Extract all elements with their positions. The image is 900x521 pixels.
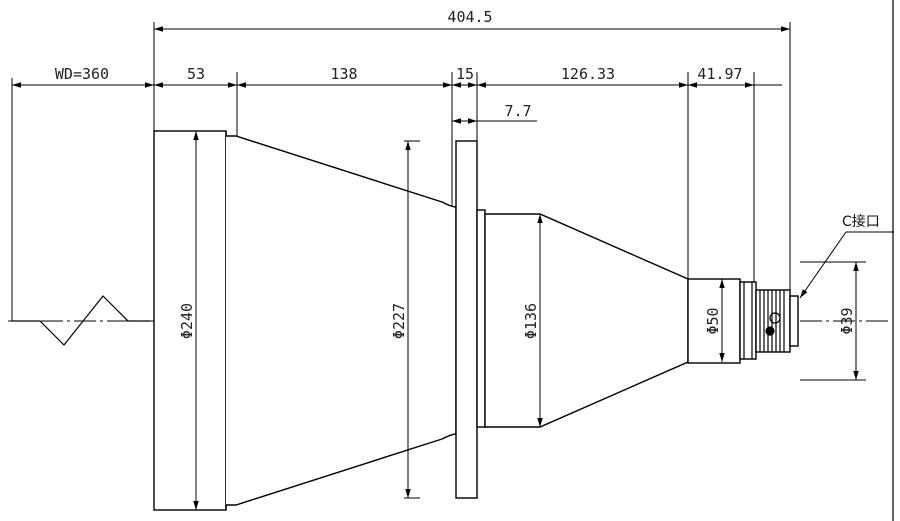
dim-126-33: 126.33 <box>561 65 615 83</box>
dimension-lines <box>12 26 859 510</box>
rear-cone <box>484 213 689 428</box>
dim-41-97: 41.97 <box>697 65 742 83</box>
front-barrel <box>153 130 227 511</box>
dia-240: Φ240 <box>178 303 196 339</box>
dim-7-7: 7.7 <box>504 102 531 120</box>
c-mount-lip <box>789 295 799 347</box>
mounting-flange <box>455 140 478 499</box>
dim-138: 138 <box>330 65 357 83</box>
rear-barrel <box>687 278 741 364</box>
lens-body <box>153 130 799 511</box>
dia-227: Φ227 <box>390 303 408 339</box>
dim-15: 15 <box>456 65 474 83</box>
focus-ring <box>739 281 757 360</box>
c-mount-label: C接口 <box>842 213 880 230</box>
c-mount-details <box>743 282 785 359</box>
dia-50: Φ50 <box>704 307 722 334</box>
dim-total: 404.5 <box>447 8 492 26</box>
c-mount-callout <box>799 231 894 299</box>
break-line <box>12 295 150 346</box>
dim-53: 53 <box>187 65 205 83</box>
rear-collar <box>476 209 486 428</box>
front-cone <box>226 135 457 506</box>
dia-39: Φ39 <box>838 307 856 334</box>
dia-136: Φ136 <box>522 303 540 339</box>
c-mount-thread <box>755 289 791 353</box>
dim-wd: WD=360 <box>55 65 109 83</box>
